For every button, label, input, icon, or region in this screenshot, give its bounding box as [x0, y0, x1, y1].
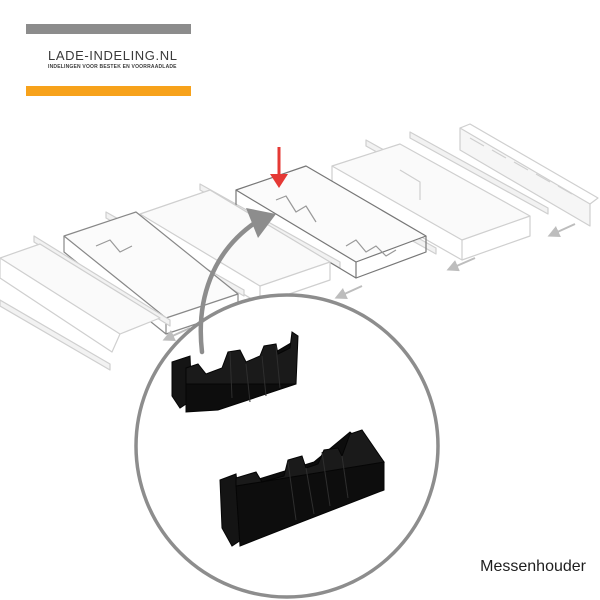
product-caption: Messenhouder — [480, 558, 586, 575]
logo-bottom-bar — [26, 86, 191, 96]
rail — [0, 299, 111, 371]
knife-holder-large — [219, 429, 385, 547]
zoom-circle — [134, 293, 440, 599]
back-panel — [459, 123, 599, 227]
down-arrow-icon — [270, 147, 288, 188]
slide-arrow-icon — [162, 223, 576, 341]
curved-arrow-icon — [198, 208, 276, 355]
logo-top-bar — [26, 24, 191, 34]
tray-left — [0, 243, 161, 353]
rail — [409, 131, 549, 215]
logo-subtitle: INDELINGEN VOOR BESTEK EN VOORRAADLADE — [48, 64, 177, 70]
knife-holder-small — [171, 331, 299, 413]
logo-title: LADE-INDELING.NL — [48, 48, 178, 63]
